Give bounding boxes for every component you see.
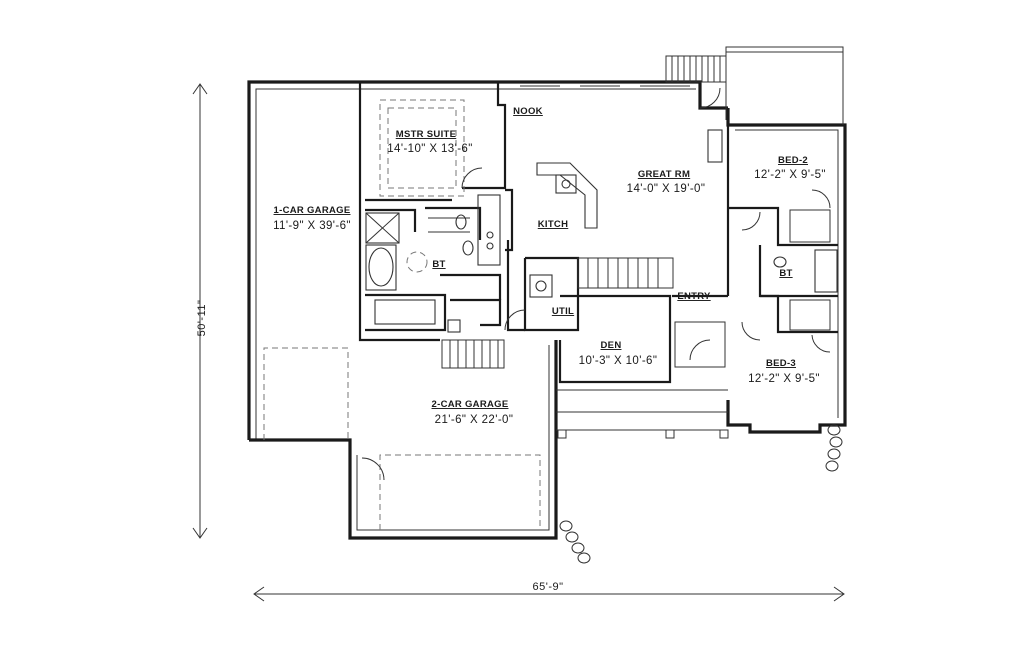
one-car-garage-name: 1-CAR GARAGE <box>274 205 351 216</box>
kitchen-name: KITCH <box>538 219 569 230</box>
stepping-stones <box>559 424 843 564</box>
master-suite-name: MSTR SUITE <box>396 129 457 140</box>
master-bath-name: BT <box>432 259 445 270</box>
den-size: 10'-3" X 10'-6" <box>579 355 658 367</box>
interior-walls <box>358 82 838 384</box>
two-car-garage-size: 21'-6" X 22'-0" <box>435 414 514 426</box>
bed-3-size: 12'-2" X 9'-5" <box>748 373 820 385</box>
two-car-garage-name: 2-CAR GARAGE <box>432 399 509 410</box>
great-room-name: GREAT RM <box>638 169 690 180</box>
great-room-size: 14'-0" X 19'-0" <box>627 183 706 195</box>
entry-name: ENTRY <box>677 291 711 302</box>
width-dimension <box>253 586 845 602</box>
master-suite-size: 14'-10" X 13'-6" <box>387 143 472 155</box>
bed-2-size: 12'-2" X 9'-5" <box>754 169 826 181</box>
hall-bath-name: BT <box>779 268 792 279</box>
door-swings <box>361 87 831 481</box>
utility-name: UTIL <box>552 306 574 317</box>
den-name: DEN <box>601 340 622 351</box>
garage-parking-outline <box>263 347 349 440</box>
exterior-walls <box>247 46 847 540</box>
rear-stair <box>665 55 727 83</box>
garage-stair <box>441 339 505 369</box>
bed-2-name: BED-2 <box>778 155 808 166</box>
bed-3-name: BED-3 <box>766 358 796 369</box>
one-car-garage-size: 11'-9" X 39'-6" <box>273 220 351 232</box>
nook-name: NOOK <box>513 106 543 117</box>
depth-dimension-label: 50'-11" <box>196 300 208 337</box>
depth-dimension <box>192 83 208 539</box>
width-dimension-label: 65'-9" <box>532 581 563 593</box>
